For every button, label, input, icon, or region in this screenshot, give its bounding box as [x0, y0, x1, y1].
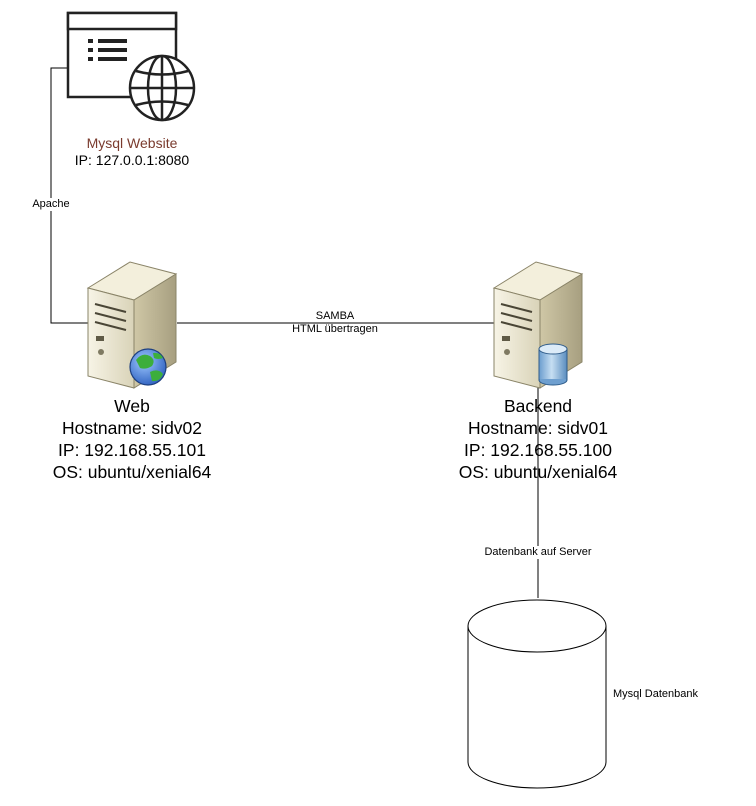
web-server-hostname: Hostname: sidv02	[61, 418, 203, 438]
backend-server-ip: IP: 192.168.55.100	[464, 440, 612, 460]
db-connection-label: Datenbank auf Server	[481, 546, 595, 559]
backend-server-os: OS: ubuntu/xenial64	[458, 462, 618, 482]
apache-connection-label: Apache	[29, 198, 73, 211]
backend-server-hostname: Hostname: sidv01	[467, 418, 609, 438]
samba-label-line1: SAMBA	[315, 310, 355, 322]
website-info: Mysql Website IP: 127.0.0.1:8080	[75, 135, 189, 169]
database-label: Mysql Datenbank	[613, 688, 698, 700]
web-server-name: Web	[114, 396, 150, 416]
web-server-ip: IP: 192.168.55.101	[58, 440, 206, 460]
web-server-icon	[86, 261, 178, 389]
database-cylinder-icon	[467, 599, 607, 789]
backend-server-info: Backend Hostname: sidv01 IP: 192.168.55.…	[459, 395, 618, 483]
website-ip: IP: 127.0.0.1:8080	[74, 152, 190, 168]
samba-label-line2: HTML übertragen	[292, 323, 378, 335]
connection-website-web	[50, 67, 88, 324]
website-title: Mysql Website	[86, 135, 178, 151]
database-server-icon	[492, 261, 584, 389]
small-database-icon	[538, 343, 568, 386]
backend-server-name: Backend	[503, 396, 573, 416]
web-server-info: Web Hostname: sidv02 IP: 192.168.55.101 …	[53, 395, 212, 483]
web-server-os: OS: ubuntu/xenial64	[52, 462, 212, 482]
web-page-globe-icon	[66, 11, 196, 122]
samba-connection-label: SAMBA HTML übertragen	[289, 310, 381, 336]
globe-icon	[129, 348, 167, 386]
